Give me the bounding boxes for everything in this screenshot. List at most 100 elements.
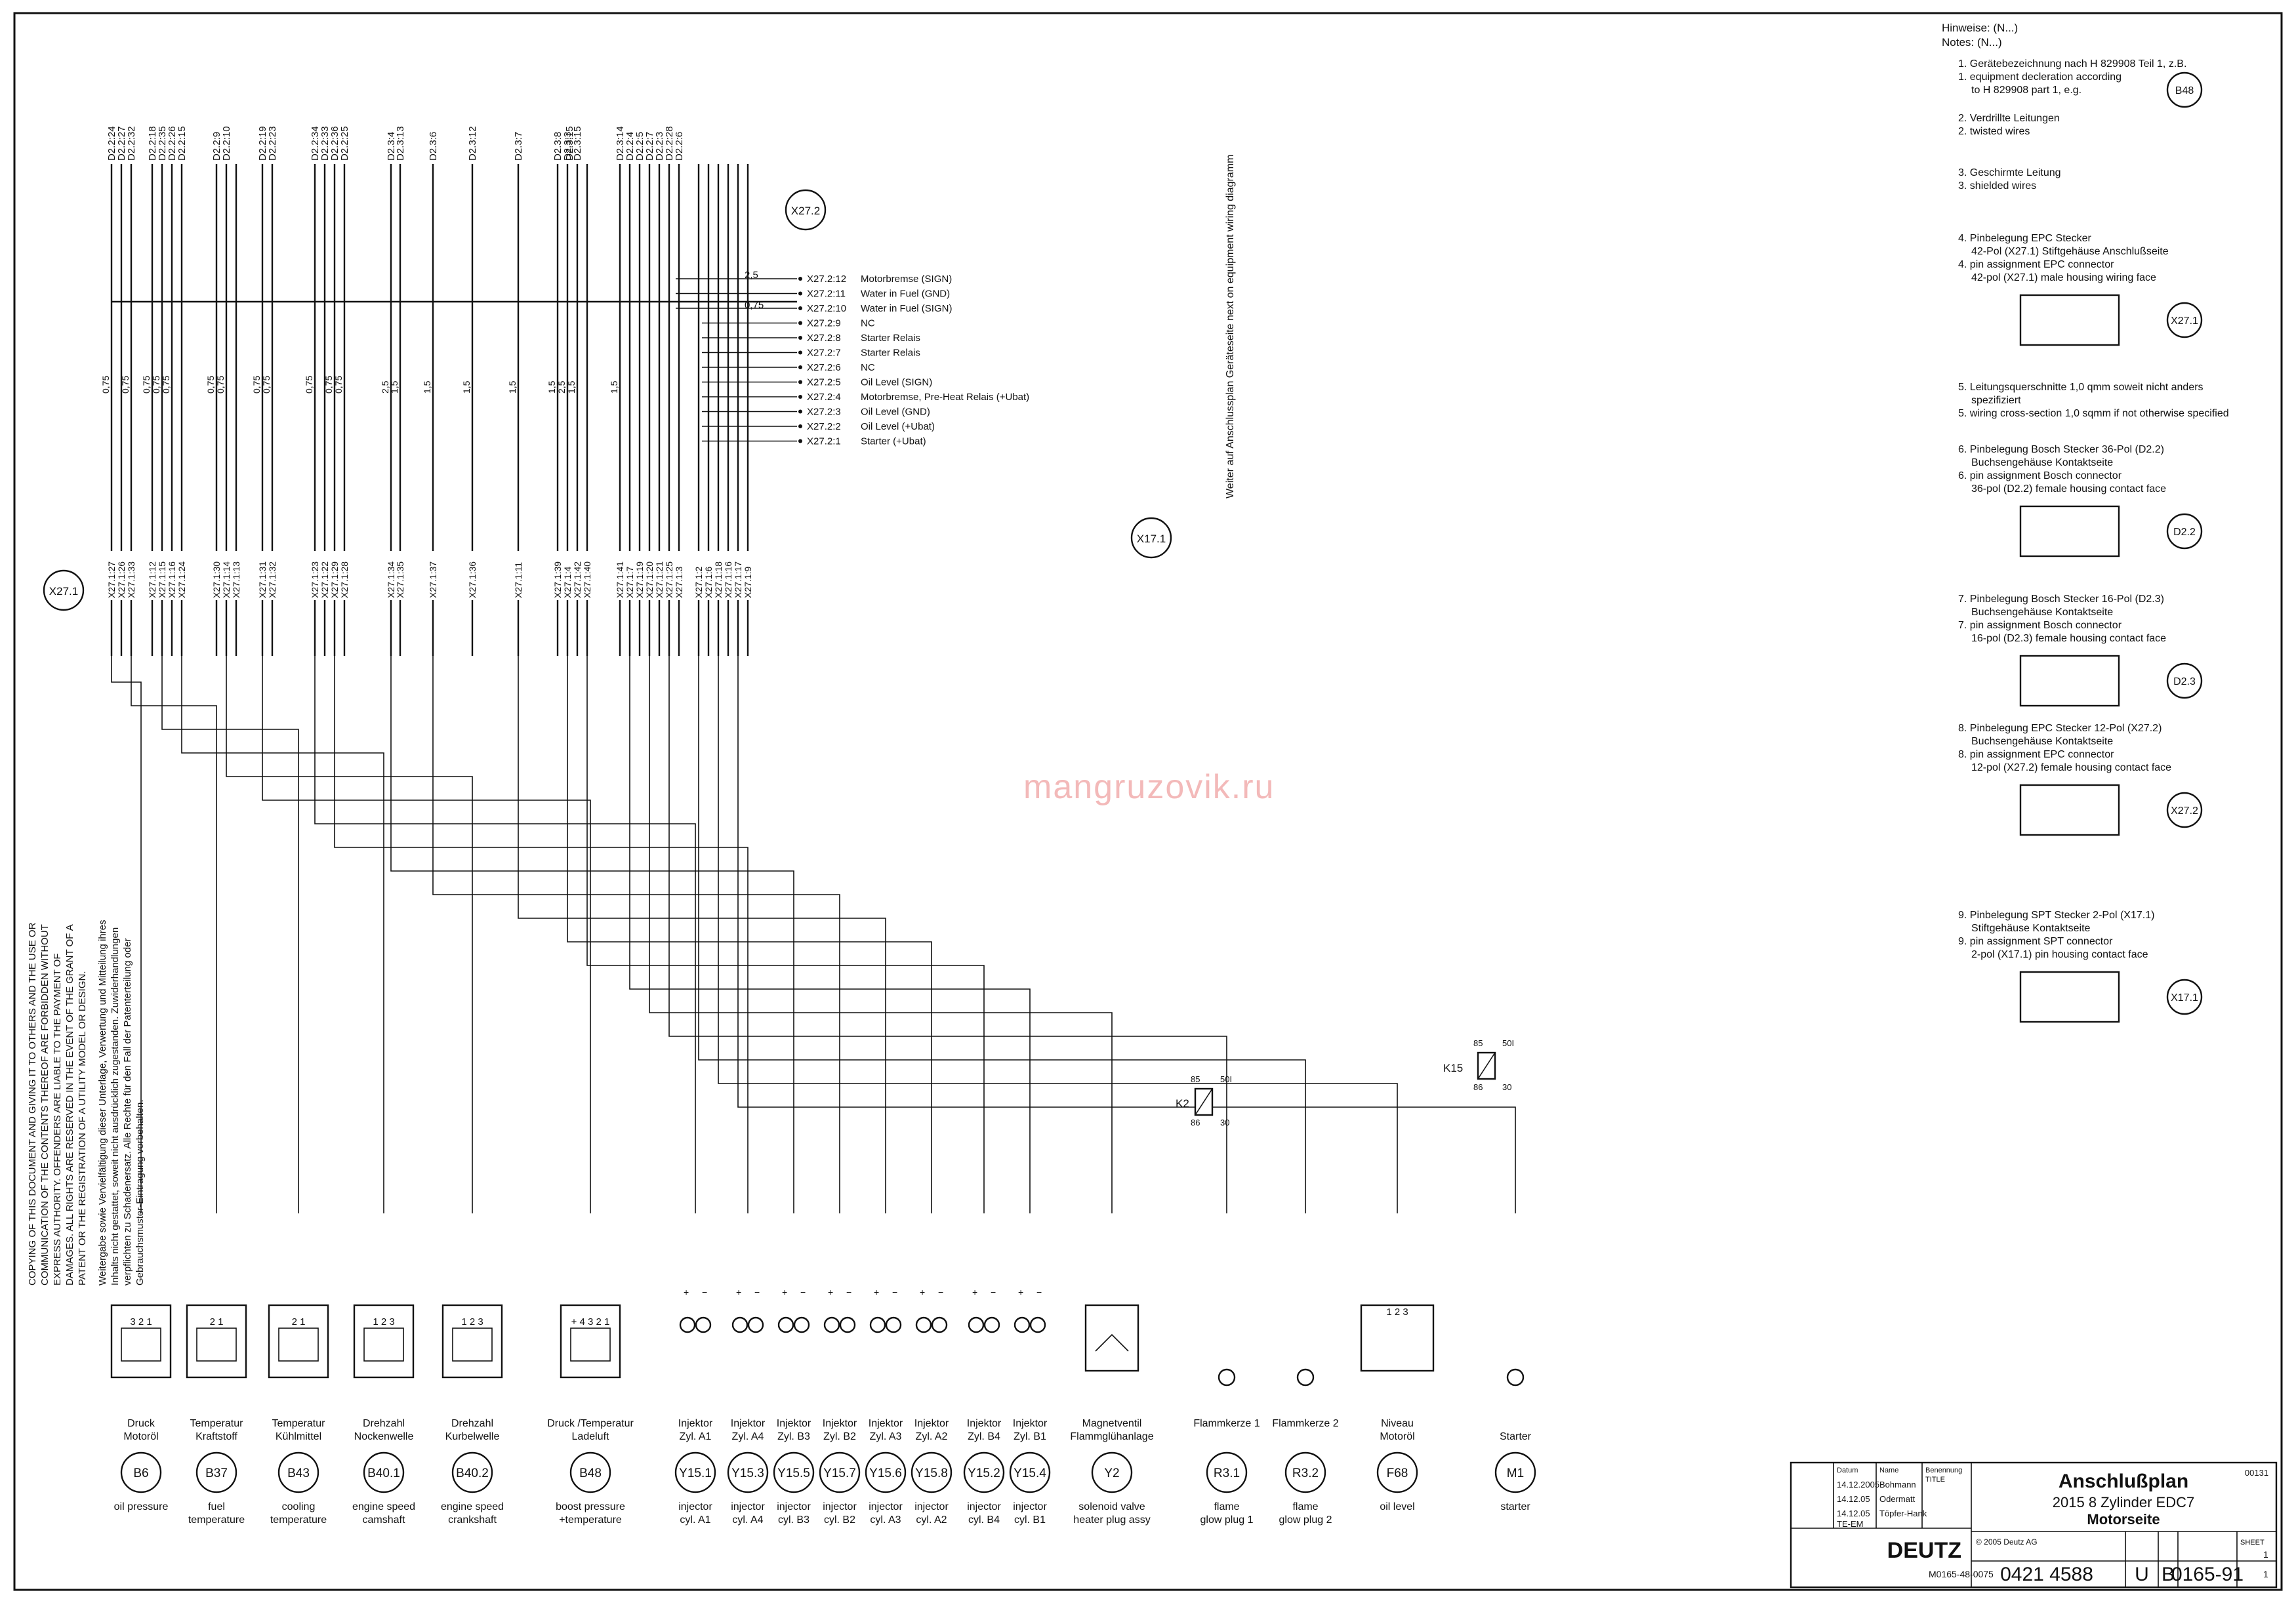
component-id: B6 <box>133 1467 148 1480</box>
x272-pin: X27.2:11 <box>807 289 846 300</box>
x271-pin-label: X27.1:6 <box>703 567 714 598</box>
terminal-plus: + <box>972 1287 977 1297</box>
x271-pin-label: X27.1:33 <box>126 561 136 598</box>
injector-terminal <box>1029 1316 1046 1333</box>
component-id: Y15.2 <box>968 1467 1000 1480</box>
note-en: 12-pol (X27.2) female housing contact fa… <box>1971 762 2171 773</box>
note-item: 1. Gerätebezeichnung nach H 829908 Teil … <box>1958 58 2203 108</box>
x272-pin-function: Oil Level (SIGN) <box>861 377 932 388</box>
x271-pin-label: X27.1:37 <box>428 561 438 598</box>
component-name-de: Druck /Temperatur <box>547 1418 634 1429</box>
x271-pin-label: X27.1:40 <box>582 561 592 598</box>
component-id: B48 <box>579 1467 602 1480</box>
x272-pin-function: NC <box>861 362 875 373</box>
x271-pin-label: X27.1:32 <box>267 561 277 598</box>
component-name-de: Flammglühanlage <box>1070 1431 1153 1442</box>
note-item: 6. Pinbelegung Bosch Stecker 36-Pol (D2.… <box>1958 444 2203 557</box>
component-name-en: glow plug 2 <box>1279 1514 1332 1526</box>
connector-tag-x271: X27.1 <box>43 569 85 611</box>
notes-heading-de: Hinweise: (N...) <box>1942 22 2018 34</box>
harness-wire <box>181 656 384 1213</box>
d22-pin-label: D2.2:4 <box>625 132 636 161</box>
terminal-minus: − <box>702 1287 707 1297</box>
connector-tag-x272: X27.2 <box>785 189 827 231</box>
component-name-de: Kurbelwelle <box>445 1431 500 1442</box>
d22-pin-label: D2.2:27 <box>116 126 127 161</box>
connector-face <box>196 1327 237 1362</box>
pin-dot <box>798 395 802 399</box>
x271-pin-label: X27.1:25 <box>664 561 674 598</box>
svg-text:K15: K15 <box>1443 1062 1463 1074</box>
svg-text:85: 85 <box>1191 1074 1200 1084</box>
note-en: 3. shielded wires <box>1958 180 2036 192</box>
harness-wire <box>226 656 473 1213</box>
component-id: B40.1 <box>367 1467 400 1480</box>
x272-pin: X27.2:9 <box>807 318 841 329</box>
x271-pin-label: X27.1:26 <box>116 561 127 598</box>
component-id-circle <box>1009 1451 1051 1493</box>
component-name-en: crankshaft <box>448 1514 497 1526</box>
x271-pin-label: X27.1:20 <box>644 561 655 598</box>
copyright-en: COPYING OF THIS DOCUMENT AND GIVING IT T… <box>27 922 88 1286</box>
note-de: Stiftgehäuse Kontaktseite <box>1971 923 2091 934</box>
component-name-de: Motoröl <box>1380 1431 1414 1442</box>
copyright-notice: COPYING OF THIS DOCUMENT AND GIVING IT T… <box>26 918 146 1286</box>
injector-terminal <box>793 1316 810 1333</box>
x271-pin-label: X27.1:30 <box>211 561 222 598</box>
d22-pin-label: D2.2:3 <box>654 132 665 161</box>
wire-size-label: 1,5 <box>566 380 577 394</box>
harness-wire <box>718 656 1398 1213</box>
x271-pin-label: X27.1:17 <box>733 561 743 598</box>
injector-terminal <box>695 1316 712 1333</box>
connector-face <box>452 1327 493 1362</box>
note-de: 9. Pinbelegung SPT Stecker 2-Pol (X17.1) <box>1958 910 2154 921</box>
component-name-de: Injektor <box>869 1418 903 1429</box>
component-name-en: injector <box>1013 1501 1047 1512</box>
pin-dot <box>798 291 802 296</box>
wire-size-label: 0,75 <box>215 376 226 394</box>
company-logo: DEUTZ <box>1887 1538 1961 1563</box>
connector-diagram <box>2019 971 2120 1023</box>
svg-text:Odermatt: Odermatt <box>1879 1494 1916 1504</box>
terminal-plus: + <box>920 1287 925 1297</box>
svg-text:X27.2: X27.2 <box>791 205 820 217</box>
note-tag-circle <box>2166 662 2203 699</box>
injector-terminal <box>731 1316 748 1333</box>
equipment-diagram-note: Weiter auf Anschlussplan Geräteseite nex… <box>1225 155 1236 498</box>
note-de: 5. Leitungsquerschnitte 1,0 qmm soweit n… <box>1958 382 2204 393</box>
harness-wire <box>567 656 932 1213</box>
note-tag-circle <box>2166 979 2203 1015</box>
terminal-minus: − <box>991 1287 996 1297</box>
component-name-de: Injektor <box>914 1418 949 1429</box>
connector-tag-x171: X17.1 <box>1130 517 1172 559</box>
component-name-de: Injektor <box>777 1418 811 1429</box>
component-name-en: engine speed <box>441 1501 504 1512</box>
note-en: 16-pol (D2.3) female housing contact fac… <box>1971 633 2166 644</box>
part-number: 0421 4588 <box>2000 1564 2093 1585</box>
wire-size-label: 2,5 <box>745 270 758 281</box>
injector-terminal <box>679 1316 696 1333</box>
svg-text:TITLE: TITLE <box>1925 1476 1945 1484</box>
svg-text:Bohmann: Bohmann <box>1879 1480 1916 1490</box>
component-id: M1 <box>1507 1467 1524 1480</box>
connector-pins: 1 2 3 <box>461 1316 483 1327</box>
wire-size-label: 0,75 <box>323 376 334 394</box>
harness-wire <box>314 656 696 1213</box>
note-de: Buchsengehäuse Kontaktseite <box>1971 607 2113 618</box>
x271-pin-label: X27.1:34 <box>386 561 396 598</box>
x272-pin-function: Starter (+Ubat) <box>861 436 926 447</box>
d22-pin-label: D2.2:19 <box>257 126 268 161</box>
component-id-circle <box>569 1451 611 1493</box>
wire-size-label: 0,75 <box>141 376 152 394</box>
svg-text:Name: Name <box>1879 1467 1898 1474</box>
note-de: 7. Pinbelegung Bosch Stecker 16-Pol (D2.… <box>1958 594 2164 605</box>
d22-pin-label: D2.3:6 <box>428 132 439 161</box>
